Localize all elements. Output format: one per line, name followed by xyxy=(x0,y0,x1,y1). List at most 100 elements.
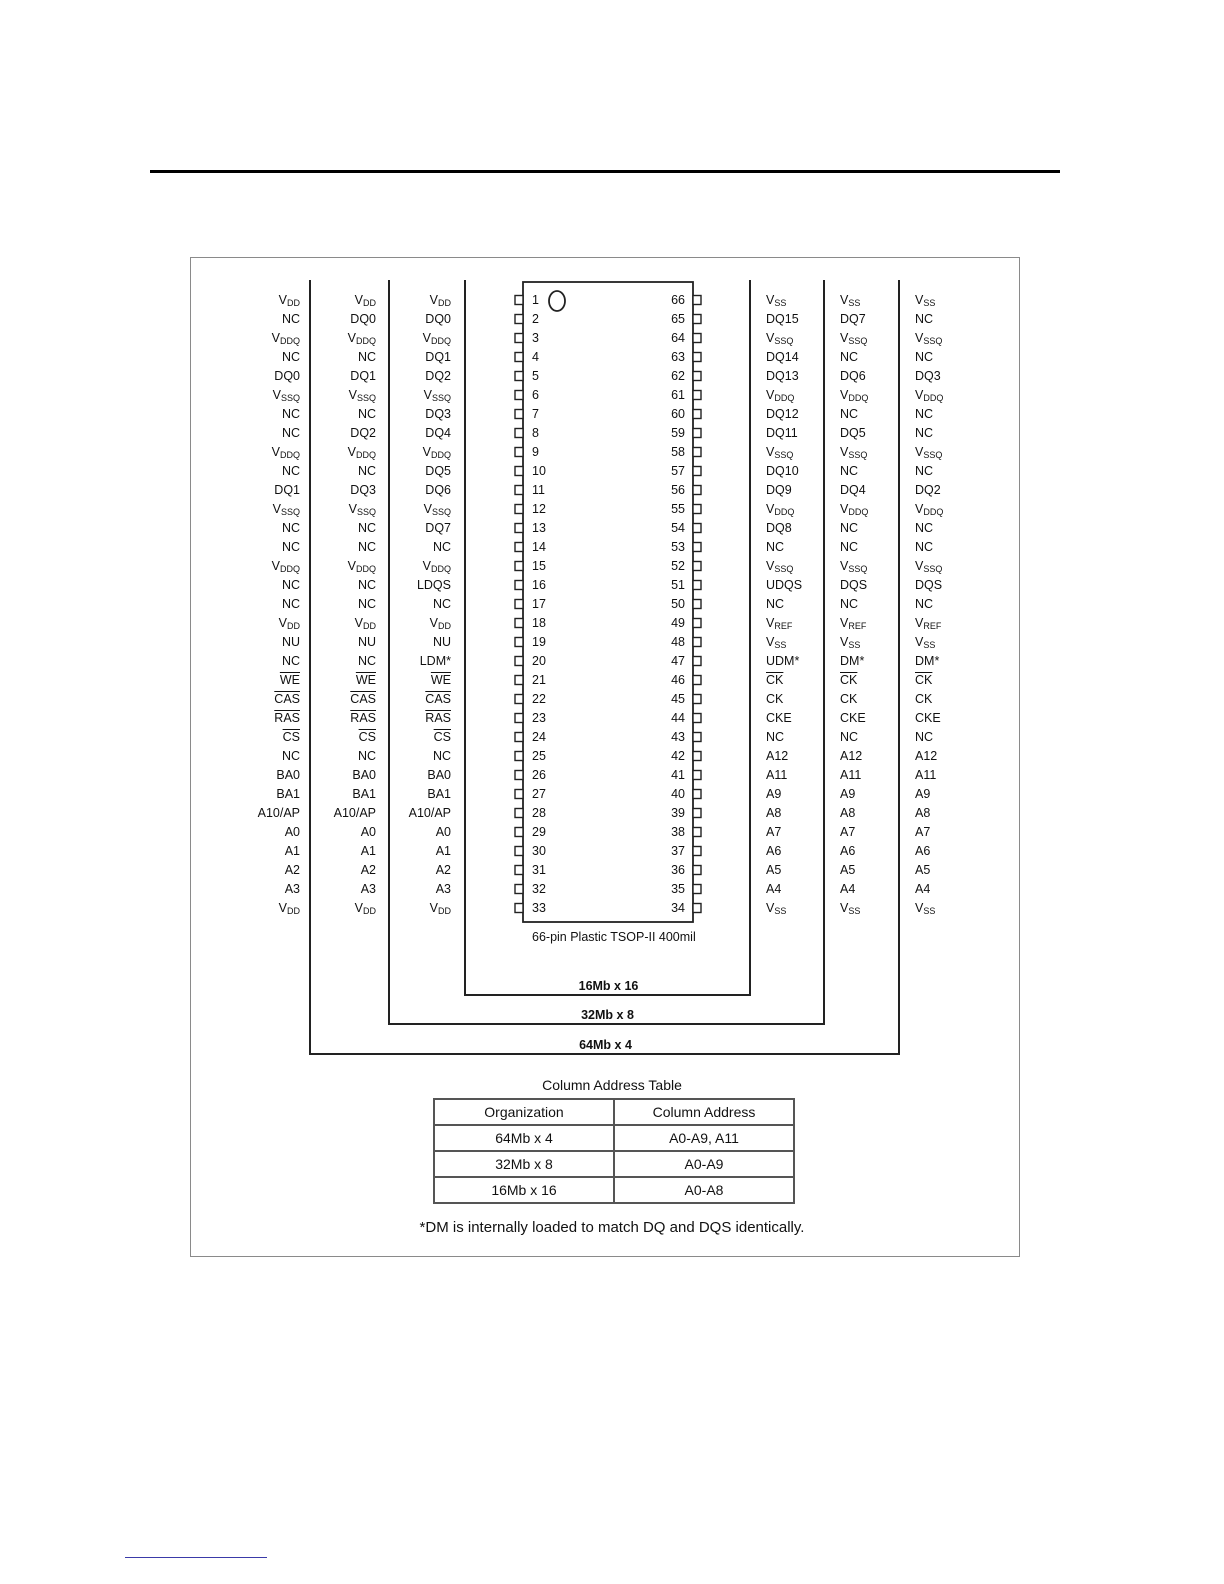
pin-number: 1 xyxy=(532,293,539,307)
pin-label: DQ0 xyxy=(350,312,376,326)
pin-square xyxy=(692,807,702,819)
pin-label: BA0 xyxy=(427,768,451,782)
table-cell: 64Mb x 4 xyxy=(433,1124,615,1152)
pin-label: A9 xyxy=(840,787,856,801)
pin-label: VDDQ xyxy=(840,502,869,517)
pin-label: NC xyxy=(915,312,934,326)
pin-label: A5 xyxy=(840,863,856,877)
pin-label: VREF xyxy=(915,616,942,631)
header-organization: Organization xyxy=(433,1098,615,1126)
pin-number: 32 xyxy=(532,882,546,896)
pin-label: VREF xyxy=(766,616,793,631)
pin-label: DQ15 xyxy=(766,312,799,326)
pin-number: 25 xyxy=(532,749,546,763)
pin-label: VDDQ xyxy=(271,445,300,460)
pin-label: CK xyxy=(766,692,784,706)
pin-square xyxy=(692,446,702,458)
pin-label: A0 xyxy=(435,825,451,839)
pin-label: NC xyxy=(281,464,300,478)
pin-number: 30 xyxy=(532,844,546,858)
pin-label: DQ0 xyxy=(425,312,451,326)
pin-number: 8 xyxy=(532,426,539,440)
pin-label: DQ3 xyxy=(425,407,451,421)
pin-label: DQ13 xyxy=(766,369,799,383)
pin-label: NC xyxy=(281,578,300,592)
pin-number: 4 xyxy=(532,350,539,364)
pin-label: VSSQ xyxy=(840,331,868,346)
pin-square xyxy=(514,826,524,838)
pin-label: NC xyxy=(357,521,376,535)
pin-label: CK xyxy=(766,673,784,687)
pin-label: DQ11 xyxy=(766,426,798,440)
pin-label: DQ1 xyxy=(350,369,376,383)
pin-label: VDD xyxy=(354,616,376,631)
pin-label: DQ8 xyxy=(766,521,792,535)
pin-label: DQ7 xyxy=(425,521,451,535)
pin-label: VSSQ xyxy=(423,502,451,517)
pin-label: A10/AP xyxy=(333,806,376,820)
pin-label: VDDQ xyxy=(422,331,451,346)
pin-label: VDDQ xyxy=(422,559,451,574)
pin-label: DQS xyxy=(915,578,943,592)
pin-number: 47 xyxy=(671,654,685,668)
pin-label: NC xyxy=(281,749,300,763)
pin-label: BA0 xyxy=(276,768,300,782)
pin-square xyxy=(692,769,702,781)
pin-number: 64 xyxy=(671,331,685,345)
pin-number: 57 xyxy=(671,464,685,478)
pin-square xyxy=(692,883,702,895)
pin-label: CKE xyxy=(915,711,941,725)
table-cell: 16Mb x 16 xyxy=(433,1176,615,1204)
pin-number: 39 xyxy=(671,806,685,820)
pin-square xyxy=(514,655,524,667)
pin-label: DQ5 xyxy=(840,426,866,440)
pin-label: VDD xyxy=(429,293,451,308)
pin-number: 45 xyxy=(671,692,685,706)
pin-number: 3 xyxy=(532,331,539,345)
pin-square xyxy=(514,484,524,496)
pin-label: A0 xyxy=(360,825,376,839)
pin-label: A12 xyxy=(915,749,938,763)
pin-label: DQ3 xyxy=(350,483,376,497)
pin-square xyxy=(692,313,702,325)
pin-label: VDD xyxy=(354,293,376,308)
pin-square xyxy=(514,674,524,686)
pin-label: NC xyxy=(766,597,785,611)
pin-label: VSSQ xyxy=(840,559,868,574)
pin-label: DQ6 xyxy=(840,369,866,383)
pin-label: VSSQ xyxy=(766,331,794,346)
pin-label: NC xyxy=(281,350,300,364)
pin-square xyxy=(514,579,524,591)
pin-label: NC xyxy=(357,464,376,478)
pin-label: A2 xyxy=(360,863,376,877)
pin-number: 9 xyxy=(532,445,539,459)
pin-label: NC xyxy=(357,578,376,592)
pin-square xyxy=(514,294,524,306)
pin-square xyxy=(692,617,702,629)
pin-label: WE xyxy=(430,673,451,687)
pin-square xyxy=(692,427,702,439)
pin-square xyxy=(514,351,524,363)
pin-square xyxy=(514,712,524,724)
pin-number: 40 xyxy=(671,787,685,801)
pin-number: 2 xyxy=(532,312,539,326)
pin-square xyxy=(692,522,702,534)
pin-label: VSS xyxy=(766,293,787,308)
package-caption: 66-pin Plastic TSOP-II 400mil xyxy=(532,930,696,944)
pin-square xyxy=(514,389,524,401)
pin-label: VDDQ xyxy=(766,502,795,517)
pin-label: CS xyxy=(358,730,376,744)
pin-square xyxy=(692,579,702,591)
pin-label: A10/AP xyxy=(408,806,451,820)
pin-label: A7 xyxy=(840,825,856,839)
pin-square xyxy=(692,845,702,857)
pin-number: 42 xyxy=(671,749,685,763)
pin-label: VSSQ xyxy=(915,559,943,574)
pin-label: A7 xyxy=(915,825,931,839)
pin-label: A9 xyxy=(915,787,931,801)
pin-square xyxy=(692,484,702,496)
pin-label: RAS xyxy=(350,711,376,725)
pin-number: 18 xyxy=(532,616,546,630)
pin-label: NC xyxy=(840,597,859,611)
